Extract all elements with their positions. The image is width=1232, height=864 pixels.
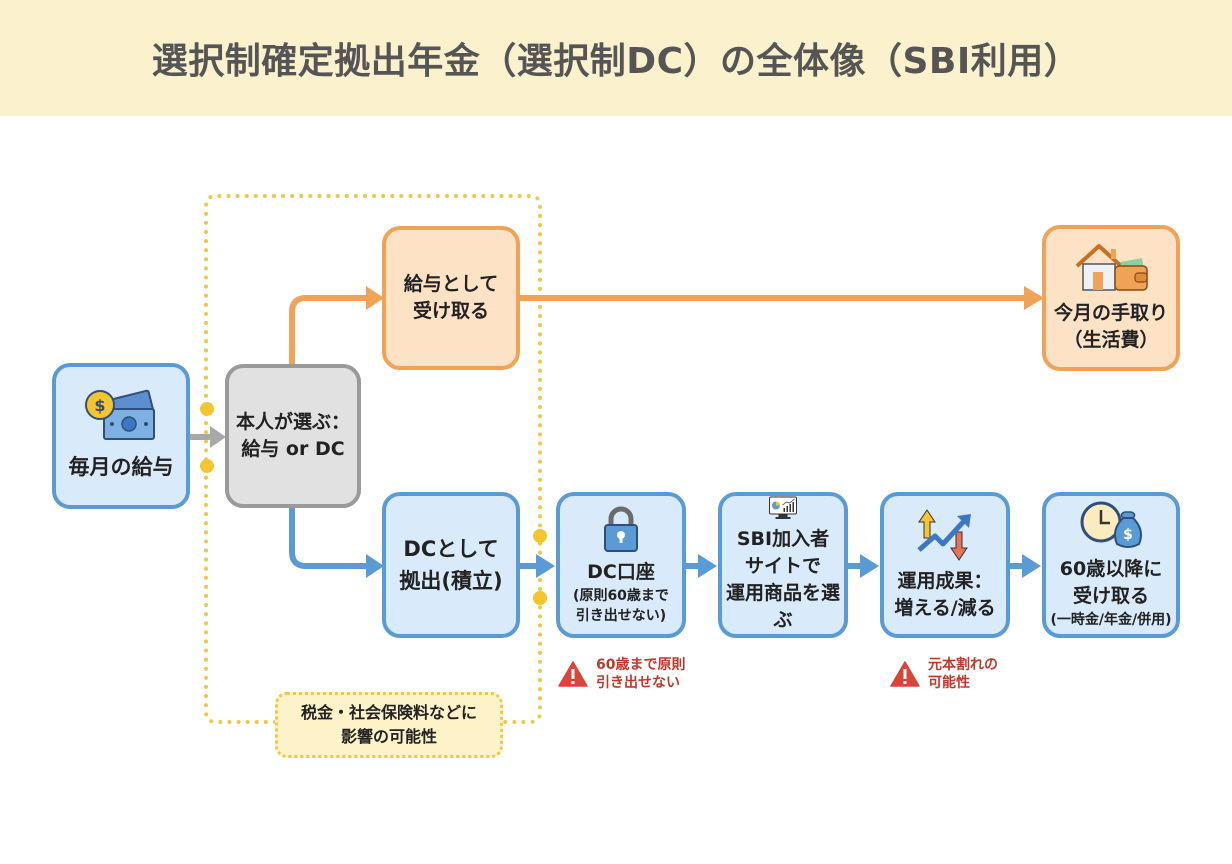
warning-icon [890, 661, 920, 687]
node-take-home: 今月の手取り （生活費） [1042, 225, 1180, 371]
arrowhead [1022, 554, 1041, 578]
money-icon: $ [85, 389, 156, 440]
page-title: 選択制確定拠出年金（選択制DC）の全体像（SBI利用） [151, 41, 1081, 82]
node-label: 運用成果： [897, 570, 993, 592]
lock-icon [604, 506, 638, 552]
node-label: DC口座 [587, 560, 655, 583]
node-sublabel: 引き出せない) [575, 607, 667, 624]
node-label: 受け取る [412, 300, 489, 322]
arrowhead [860, 554, 879, 578]
note-text: 影響の可能性 [340, 727, 437, 746]
arrowhead [366, 554, 384, 578]
arrowhead [1024, 286, 1044, 310]
warning-text: 引き出せない [596, 675, 680, 691]
node-label: サイトで [744, 555, 821, 577]
node-monthly-salary: $ 毎月の給与 [52, 363, 190, 509]
node-investment-results: 運用成果： 増える/減る [880, 492, 1010, 638]
node-label: DCとして [403, 537, 499, 561]
warning-no-withdrawal: 60歳まで原則 引き出せない [558, 656, 685, 692]
node-choice: 本人が選ぶ： 給与 or DC [225, 364, 361, 508]
arrowhead [210, 426, 226, 448]
node-sublabel: (原則60歳まで [573, 587, 669, 604]
node-sublabel: (一時金/年金/併用) [1050, 612, 1172, 628]
dotted-boundary [204, 194, 542, 724]
node-receive-after-60: $ 60歳以降に 受け取る (一時金/年金/併用) [1042, 492, 1180, 638]
arrowhead [536, 554, 555, 578]
node-sbi-site: SBI加入者 サイトで 運用商品を選ぶ [718, 492, 848, 638]
house-wallet-icon [1075, 244, 1148, 291]
arrow-choice-to-salary [289, 295, 368, 364]
warning-text: 60歳まで原則 [596, 657, 686, 673]
node-receive-as-salary: 給与として 受け取る [382, 226, 520, 370]
header-banner [0, 0, 1232, 116]
warning-principal-loss: 元本割れの 可能性 [890, 656, 998, 692]
up-down-trend-icon [917, 509, 971, 561]
node-label: 運用商品を選ぶ [725, 582, 840, 631]
boundary-dot [533, 591, 547, 605]
node-label: 給与 or DC [241, 438, 345, 460]
node-label: 今月の手取り [1053, 302, 1168, 324]
warning-icon [558, 661, 588, 687]
arrowhead [698, 554, 717, 578]
node-label: 拠出(積立) [399, 569, 503, 593]
svg-text:$: $ [94, 396, 105, 415]
note-tax-impact: 税金・社会保険料などに 影響の可能性 [275, 692, 503, 758]
node-dc-account: DC口座 (原則60歳まで 引き出せない) [556, 492, 686, 638]
svg-text:$: $ [1123, 527, 1133, 543]
boundary-dot [200, 402, 214, 416]
node-label: 増える/減る [894, 597, 996, 619]
clock-moneybag-icon: $ [1080, 501, 1142, 548]
node-dc-contribution: DCとして 拠出(積立) [382, 492, 520, 638]
node-label: SBI加入者 [736, 528, 830, 550]
warning-text: 可能性 [928, 675, 970, 691]
node-label: 毎月の給与 [68, 455, 174, 479]
node-label: （生活費） [1063, 329, 1159, 351]
node-label: 給与として [403, 273, 499, 295]
note-text: 税金・社会保険料などに [300, 703, 477, 722]
boundary-dot [200, 459, 214, 473]
arrowhead [366, 286, 384, 310]
warning-text: 元本割れの [928, 657, 998, 673]
node-label: 60歳以降に [1059, 558, 1163, 580]
monitor-chart-icon [769, 496, 797, 519]
arrow-choice-to-dc [289, 508, 368, 569]
boundary-dot [533, 529, 547, 543]
node-label: 受け取る [1072, 585, 1149, 607]
node-label: 本人が選ぶ： [235, 411, 350, 433]
